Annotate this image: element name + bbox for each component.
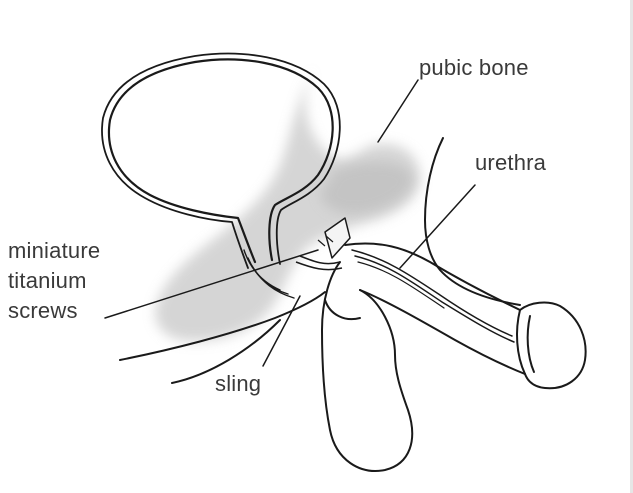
pubic-bone-label: pubic bone	[419, 54, 529, 82]
pubic-bone-leader	[378, 80, 418, 142]
urethra-label: urethra	[475, 149, 546, 177]
screws-label-line2: titanium	[8, 266, 100, 296]
sling-label: sling	[215, 370, 261, 398]
screws-label: miniature titanium screws	[8, 236, 100, 326]
screws-label-line1: miniature	[8, 236, 100, 266]
screws-label-line3: screws	[8, 296, 100, 326]
